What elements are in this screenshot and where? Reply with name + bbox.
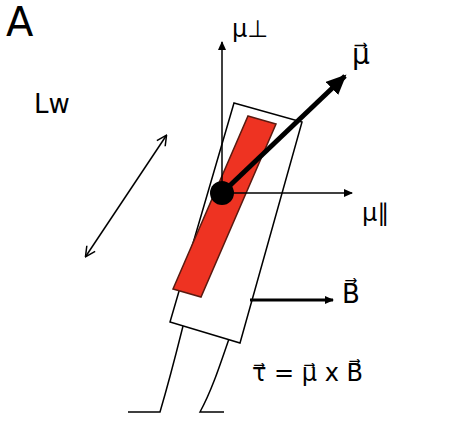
magnet-bar <box>173 116 276 297</box>
mu-perp-label: μ⊥ <box>232 16 268 42</box>
mu-par-label: μ∥ <box>362 200 389 226</box>
length-label: Lw <box>34 90 70 119</box>
center-dot <box>210 181 234 205</box>
mu-par-arrow <box>222 192 352 194</box>
field-label: B⃗ <box>342 280 360 309</box>
mu-label: μ⃗ <box>352 40 370 71</box>
field-arrow <box>250 299 333 302</box>
mu-arrow <box>222 76 345 193</box>
panel-letter: A <box>6 0 33 44</box>
mu-perp-arrow <box>221 42 223 193</box>
length-arrow <box>86 136 166 256</box>
torque-equation: τ⃗ = μ⃗ x B⃗ <box>252 360 363 386</box>
